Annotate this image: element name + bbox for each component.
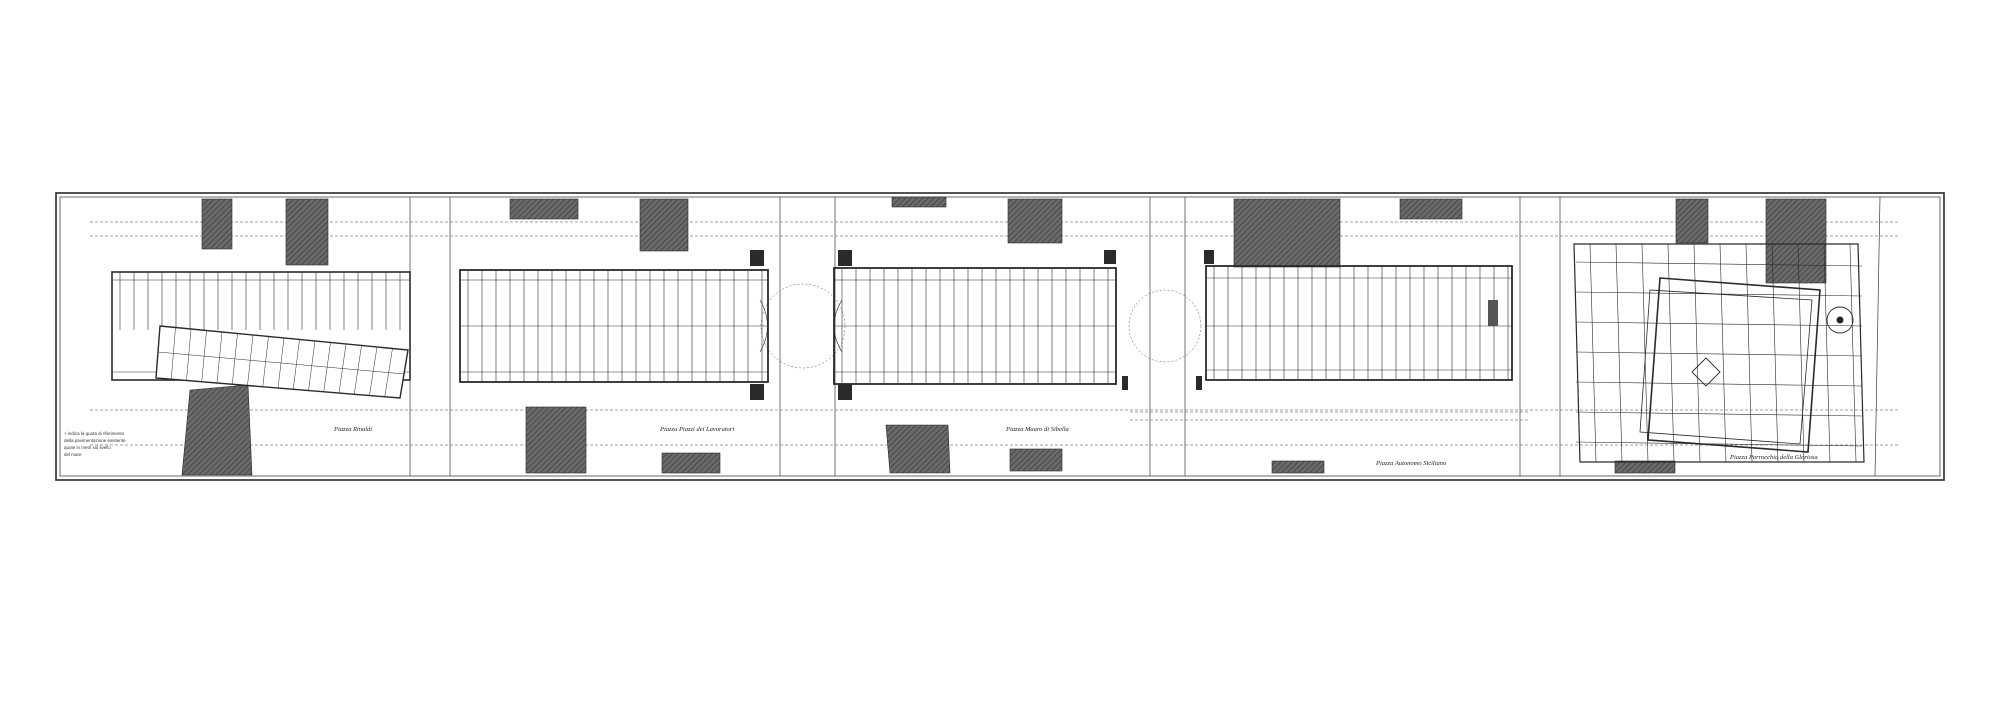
sheet-border-outer <box>55 192 1945 481</box>
piazza-label: Piazza Parrocchia della Gloriosa <box>1729 454 1818 461</box>
note-line: + indica la quota di riferimento <box>64 431 125 436</box>
skewed-frame <box>1647 277 1821 453</box>
skewed-frame <box>1639 289 1813 445</box>
building <box>201 198 233 250</box>
rib-line <box>1575 381 1863 387</box>
piazza-label: Piazza Rinaldi <box>333 426 372 433</box>
building <box>661 452 721 474</box>
rib-line <box>1797 243 1805 463</box>
building <box>891 196 947 208</box>
building <box>509 198 579 220</box>
deck-section-5 <box>1573 243 1865 463</box>
rib-line <box>1575 411 1863 417</box>
building <box>181 384 253 476</box>
rib-line <box>1745 243 1753 463</box>
deck-section-3 <box>833 267 1117 385</box>
support-piers <box>750 250 1214 400</box>
building <box>1399 198 1463 220</box>
building <box>1233 198 1341 268</box>
building <box>1614 460 1676 474</box>
building <box>525 406 587 474</box>
note-line: della pavimentazione esistente <box>64 438 126 443</box>
deck-section-4 <box>1205 265 1513 381</box>
rib-line <box>1849 243 1857 463</box>
rib-line <box>1823 243 1831 463</box>
building <box>1675 198 1709 244</box>
section-dividers <box>409 196 1881 477</box>
round-feature <box>1826 306 1854 334</box>
rib-line <box>1575 261 1863 267</box>
rib-line <box>1693 243 1701 463</box>
rib-line <box>1615 243 1623 463</box>
building <box>285 198 329 266</box>
note-line: del mare <box>64 452 82 457</box>
building <box>1271 460 1325 474</box>
buildings <box>181 196 1827 476</box>
building <box>639 198 689 252</box>
piazza-label: Piazza Mauro di Sibella <box>1005 426 1069 433</box>
rib-line <box>1719 243 1727 463</box>
building <box>1765 198 1827 284</box>
dimension-lines <box>90 221 1900 446</box>
building <box>885 424 951 474</box>
rib-line <box>157 351 405 375</box>
deck-section-2 <box>459 269 769 383</box>
piazza-label: Piazza Autonomo Siciliano <box>1375 460 1447 467</box>
note-line: quote in metri sul livello <box>64 445 111 450</box>
rib-line <box>1589 243 1597 463</box>
piazza-label: Piazza Piazzi dei Lavoratori <box>659 426 734 433</box>
rib-line <box>1771 243 1779 463</box>
building <box>1009 448 1063 472</box>
rib-line <box>1575 441 1863 447</box>
inclined-ramp <box>155 325 409 399</box>
rib-line <box>1667 243 1675 463</box>
legend-notes: + indica la quota di riferimento della p… <box>64 431 126 457</box>
piazza-labels: Piazza Rinaldi Piazza Piazzi dei Lavorat… <box>333 426 1818 467</box>
rib-line <box>1575 321 1863 327</box>
rib-line <box>1575 351 1863 357</box>
sheet-border-inner <box>59 196 1941 477</box>
connector-circles <box>760 283 1202 369</box>
deck-section-1 <box>111 271 411 399</box>
building <box>1007 198 1063 244</box>
